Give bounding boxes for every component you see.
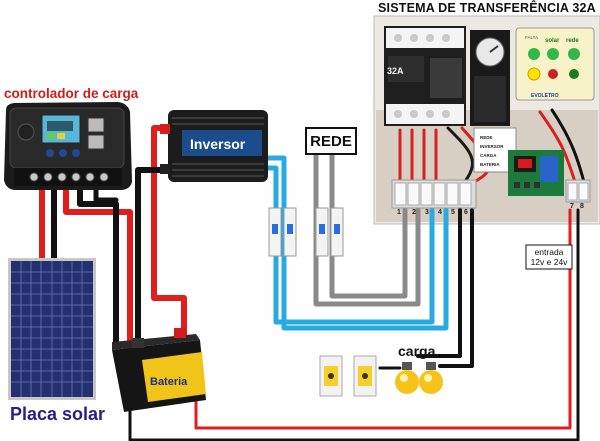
mode-rede-label: REDE	[480, 135, 493, 140]
usb-port	[87, 117, 105, 133]
input-black-wire	[128, 208, 580, 441]
controller-button	[46, 149, 54, 157]
load-wire-black-2	[438, 208, 474, 368]
blue-wire-1	[265, 155, 449, 331]
usb-port	[87, 134, 105, 150]
solar-icon	[17, 123, 35, 141]
indicator-green	[569, 69, 579, 79]
terminal-label: 2	[412, 209, 416, 216]
inverter-label-plate	[182, 130, 262, 156]
lamp-2	[419, 370, 443, 394]
mode-carga-label: CARGA	[480, 153, 497, 158]
battery-positive-terminal	[174, 328, 186, 338]
battery	[112, 328, 206, 412]
input-label-box	[525, 244, 573, 270]
terminal-label: 4	[438, 209, 442, 216]
relay-rede-label: rede	[566, 38, 579, 44]
mode-bateria-label: BATERIA	[480, 162, 500, 167]
sun-icon	[527, 67, 541, 81]
indicator-panel	[515, 27, 595, 101]
relay-brand-label: EVOLETRO	[531, 93, 559, 99]
breaker-inverter	[268, 207, 297, 257]
terminal-label: 6	[464, 209, 468, 216]
grid-label-box	[305, 127, 357, 155]
inverter-label: Inversor	[190, 136, 246, 152]
relay-solar-label: solar	[545, 38, 560, 44]
input-line-2: 12v e 24v	[530, 257, 568, 267]
controller-title: controlador de carga	[4, 86, 139, 101]
voltmeter-display	[518, 159, 532, 168]
panel-title: Placa solar	[10, 404, 106, 424]
light-switches	[319, 355, 377, 397]
lamp-1	[395, 370, 419, 394]
internal-red-wires	[398, 128, 438, 182]
terminal-label: 5	[451, 209, 455, 216]
input-title: entrada 12v e 24v	[527, 247, 571, 267]
load-wire-black	[416, 208, 462, 358]
mode-inversor-label: INVERSOR	[480, 144, 504, 149]
battery-negative-terminal	[132, 338, 144, 348]
grid-title: REDE	[310, 133, 352, 150]
terminal-label: 3	[425, 209, 429, 216]
inverter-black-wire	[135, 167, 173, 347]
system-title: SISTEMA DE TRANSFERÊNCIA 32A	[378, 1, 596, 15]
charge-controller	[4, 102, 132, 190]
blue-wire-2	[265, 165, 435, 325]
controller-button	[59, 149, 67, 157]
breaker-grid	[315, 207, 344, 257]
lamps	[395, 362, 443, 394]
battery-label-plate	[142, 352, 206, 402]
battery-black-wire	[77, 182, 119, 349]
input-red-wire	[194, 208, 572, 430]
circuit-breakers	[268, 207, 344, 257]
terminal-label: 7	[570, 203, 574, 210]
terminal-label: 1	[397, 209, 401, 216]
battery-red-wire	[63, 182, 133, 355]
inverter	[160, 110, 268, 182]
relay-module	[540, 156, 558, 182]
solar-panel	[8, 258, 96, 400]
indicator-red	[548, 69, 558, 79]
contactor	[384, 26, 466, 126]
load-title: carga	[398, 343, 436, 359]
terminal-label: 8	[580, 203, 584, 210]
relay-falta-label: FALTA	[525, 35, 539, 40]
relay-board	[508, 150, 564, 196]
terminal-block	[391, 179, 591, 209]
timer-relay	[470, 30, 510, 126]
inverter-red-wire	[151, 125, 187, 339]
contactor-label: 32A	[387, 66, 404, 76]
battery-label: Bateria	[150, 376, 188, 388]
controller-terminals	[29, 172, 109, 182]
led-rede	[568, 48, 580, 60]
input-line-1: entrada	[534, 247, 564, 257]
controller-button	[72, 149, 80, 157]
led-falta	[528, 48, 540, 60]
led-solar	[547, 48, 559, 60]
